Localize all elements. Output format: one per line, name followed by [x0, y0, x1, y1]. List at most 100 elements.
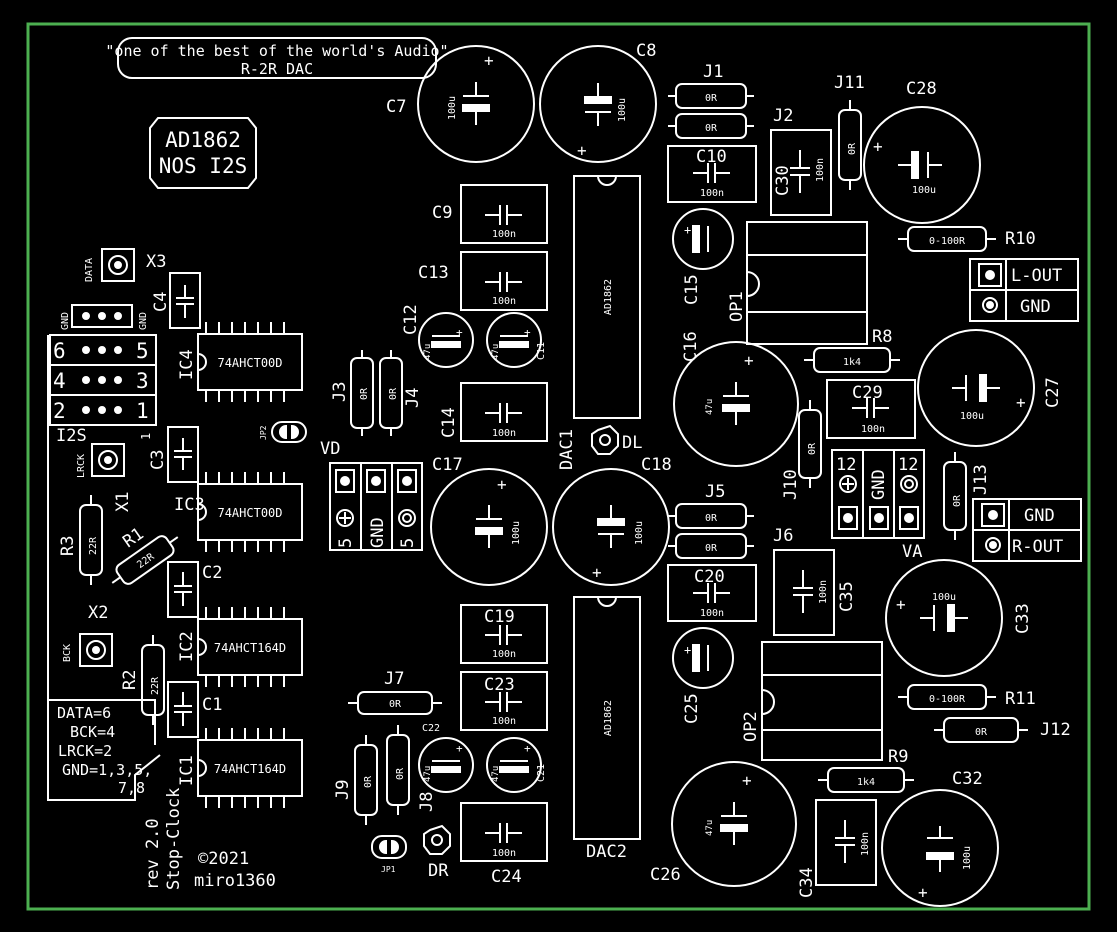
resistor-j4: 0R J4: [379, 350, 423, 436]
ic4: 74AHCT00D IC4: [177, 322, 303, 402]
svg-text:+: +: [497, 475, 507, 494]
svg-text:22R: 22R: [88, 536, 99, 555]
svg-text:100u: 100u: [912, 185, 936, 196]
connector-x2: X2 BCK: [62, 603, 113, 667]
svg-text:AD1862: AD1862: [603, 279, 614, 315]
cap-c1: C1: [167, 681, 222, 738]
svg-text:+: +: [456, 326, 463, 339]
resistor-j8: 0R J8: [386, 725, 437, 815]
ic1: 74AHCT164D IC1: [177, 728, 303, 808]
svg-text:DAC2: DAC2: [586, 842, 627, 862]
resistor-j7: 0R J7: [348, 669, 442, 715]
svg-text:J13: J13: [971, 464, 991, 495]
svg-text:5: 5: [136, 339, 149, 363]
svg-text:IC3: IC3: [174, 495, 205, 515]
svg-text:C8: C8: [636, 41, 656, 61]
svg-text:C14: C14: [439, 407, 459, 438]
resistor-r9: 1k4 R9: [818, 747, 914, 793]
cap-c26: + 47u C26: [650, 761, 797, 887]
connector-x3: X3 DATA: [84, 248, 166, 282]
svg-text:74AHCT164D: 74AHCT164D: [214, 641, 286, 655]
svg-text:DATA: DATA: [84, 258, 95, 282]
svg-text:+: +: [524, 742, 531, 755]
cap-c35: 100n C35: [773, 549, 857, 636]
op1: OP1: [727, 221, 868, 345]
cap-c14: 100n C14: [439, 382, 548, 442]
svg-text:6: 6: [53, 339, 66, 363]
svg-text:100u: 100u: [617, 98, 628, 122]
svg-text:+: +: [524, 326, 531, 339]
power-vd: VD 5 GND 5: [320, 439, 423, 551]
svg-text:0R: 0R: [395, 767, 406, 780]
svg-text:C35: C35: [837, 581, 857, 612]
svg-text:NOS I2S: NOS I2S: [159, 154, 248, 178]
resistor-j1: 0R J1: [668, 62, 754, 109]
svg-text:22R: 22R: [150, 676, 161, 695]
svg-text:LRCK=2: LRCK=2: [58, 742, 112, 760]
svg-text:47u: 47u: [423, 766, 433, 782]
svg-text:C32: C32: [952, 769, 983, 789]
svg-text:GND: GND: [869, 469, 889, 500]
svg-text:74AHCT00D: 74AHCT00D: [217, 356, 282, 370]
svg-text:BCK: BCK: [62, 644, 73, 662]
connector-x1: X1 LRCK: [76, 443, 133, 512]
svg-text:"one of the best of the world': "one of the best of the world's Audio": [105, 42, 448, 60]
svg-text:C2: C2: [202, 563, 222, 583]
resistor-j12: 0R J12: [934, 717, 1071, 743]
svg-text:5: 5: [336, 538, 356, 548]
svg-text:C4: C4: [151, 292, 171, 312]
dac1: AD1862 DAC1: [557, 175, 641, 470]
svg-text:C23: C23: [484, 675, 515, 695]
svg-text:IC1: IC1: [177, 755, 197, 786]
svg-text:100n: 100n: [492, 848, 516, 859]
svg-text:1k4: 1k4: [857, 777, 875, 788]
svg-text:IC4: IC4: [177, 349, 197, 380]
svg-text:0R: 0R: [705, 543, 718, 554]
svg-text:47u: 47u: [491, 344, 501, 360]
output-right: GND R-OUT: [972, 498, 1082, 562]
svg-text:0R: 0R: [388, 387, 399, 400]
svg-text:1k4: 1k4: [843, 357, 861, 368]
cap-c15: + C15: [672, 208, 734, 305]
svg-text:47u: 47u: [705, 820, 715, 836]
svg-text:J5: J5: [705, 482, 725, 502]
svg-text:0R: 0R: [363, 775, 374, 788]
cap-c8: + 100u C8: [539, 41, 657, 163]
svg-text:GND: GND: [368, 517, 388, 548]
resistor-r3: 22R R3: [58, 495, 103, 585]
svg-text:0R: 0R: [359, 387, 370, 400]
svg-text:miro1360: miro1360: [194, 871, 276, 891]
svg-text:1: 1: [139, 433, 153, 440]
svg-text:R8: R8: [872, 327, 892, 347]
footer: rev 2.0 Stop-Clock ©2021 miro1360: [143, 788, 276, 891]
svg-text:JP2: JP2: [259, 425, 268, 440]
svg-text:J11: J11: [834, 73, 865, 93]
svg-text:C13: C13: [418, 263, 449, 283]
svg-text:47u: 47u: [491, 766, 501, 782]
cap-c25: + C25: [672, 627, 734, 724]
svg-text:GND: GND: [138, 312, 149, 330]
op2: OP2: [741, 641, 883, 761]
svg-text:C1: C1: [202, 695, 222, 715]
resistor-j6: 0R J6: [668, 526, 793, 559]
svg-text:J8: J8: [417, 792, 437, 812]
svg-text:74AHCT00D: 74AHCT00D: [217, 506, 282, 520]
cap-c29: 100n C29: [826, 379, 916, 439]
svg-text:C22: C22: [422, 723, 440, 734]
svg-text:+: +: [592, 563, 602, 582]
ic3: 74AHCT00D IC3: [174, 472, 303, 552]
svg-text:100u: 100u: [932, 592, 956, 603]
svg-text:+: +: [577, 141, 587, 160]
svg-text:C25: C25: [682, 693, 702, 724]
cap-c13: 100n C13: [418, 251, 548, 311]
svg-text:OP2: OP2: [741, 711, 761, 742]
pad-dr: DR: [423, 824, 451, 881]
dac2: AD1862 DAC2: [573, 596, 641, 862]
svg-text:74AHCT164D: 74AHCT164D: [214, 762, 286, 776]
svg-text:R10: R10: [1005, 229, 1036, 249]
resistor-j13: 0R J13: [943, 452, 991, 540]
svg-text:L-OUT: L-OUT: [1011, 266, 1062, 286]
svg-text:C21: C21: [536, 764, 547, 782]
svg-text:J10: J10: [781, 469, 801, 500]
svg-text:4: 4: [53, 369, 66, 393]
